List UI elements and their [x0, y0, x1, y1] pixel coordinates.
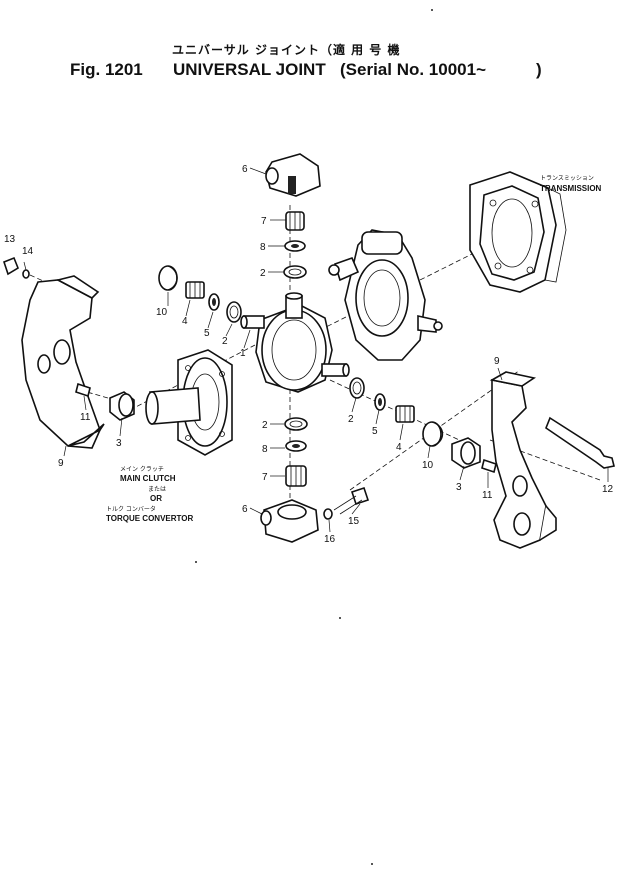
- callout-11-right: 11: [482, 490, 493, 501]
- callout-14: 14: [22, 246, 34, 257]
- or-label: OR: [150, 494, 162, 503]
- transmission-housing: [469, 171, 567, 293]
- torque-convertor-label: TORQUE CONVERTOR: [106, 514, 193, 523]
- main-clutch-label: MAIN CLUTCH: [120, 474, 176, 483]
- serial-range: (Serial No. 10001~: [340, 60, 486, 79]
- right-yoke-part-1: [328, 229, 443, 361]
- figure-number: Fig. 1201: [70, 60, 143, 79]
- scan-specks: [195, 9, 433, 865]
- callout-9-right: 9: [494, 356, 500, 367]
- left-bracket-part-9: [21, 275, 105, 449]
- callout-5-left: 5: [204, 328, 210, 339]
- component-labels: トランスミッション TRANSMISSION メイン クラッチ MAIN CLU…: [106, 175, 602, 523]
- callout-1: 1: [240, 348, 246, 359]
- left-small-parts: [3, 256, 242, 421]
- transmission-label-jp: トランスミッション: [540, 175, 594, 182]
- callout-10-right: 10: [422, 460, 434, 471]
- serial-close-paren: ): [536, 60, 542, 79]
- callout-10-left: 10: [156, 307, 168, 318]
- callout-8-bottom: 8: [262, 444, 268, 455]
- callout-6-top: 6: [242, 164, 248, 175]
- right-bracket-part-9: [489, 371, 557, 549]
- leader-lines: [23, 167, 609, 533]
- callout-numbers: 6 7 8 2 13 14 10 4 5 2 1 11 3 9 9 2 8 7 …: [4, 164, 614, 545]
- transmission-label: TRANSMISSION: [540, 184, 602, 193]
- callout-8-top: 8: [260, 242, 266, 253]
- callout-7-bottom: 7: [262, 472, 268, 483]
- callout-3-right: 3: [456, 482, 462, 493]
- right-small-parts: [323, 377, 615, 520]
- callout-13: 13: [4, 234, 16, 245]
- callout-12: 12: [602, 484, 614, 495]
- callout-2-top: 2: [260, 268, 266, 279]
- callout-4-right: 4: [396, 442, 402, 453]
- bottom-bearing-stack: [260, 417, 319, 543]
- callout-16: 16: [324, 534, 336, 545]
- main-clutch-flange: [145, 349, 233, 456]
- main-clutch-label-jp: メイン クラッチ: [120, 466, 164, 473]
- title-block: ユニバーサル ジョイント（適 用 号 機 Fig. 1201 UNIVERSAL…: [70, 42, 542, 79]
- part-name-title: UNIVERSAL JOINT: [173, 60, 326, 79]
- callout-4-left: 4: [182, 316, 188, 327]
- callout-2-right: 2: [348, 414, 354, 425]
- callout-2-left: 2: [222, 336, 228, 347]
- top-bearing-stack: [265, 153, 321, 279]
- center-spider-cross: [240, 292, 350, 393]
- callout-6-bottom: 6: [242, 504, 248, 515]
- callout-7-top: 7: [261, 216, 267, 227]
- callout-15: 15: [348, 516, 360, 527]
- callout-9-left: 9: [58, 458, 64, 469]
- callout-5-right: 5: [372, 426, 378, 437]
- callout-11-left: 11: [80, 412, 91, 423]
- callout-3-left: 3: [116, 438, 122, 449]
- torque-convertor-label-jp: トルク コンバータ: [106, 505, 156, 513]
- callout-2-bottom: 2: [262, 420, 268, 431]
- title-japanese: ユニバーサル ジョイント（適 用 号 機: [172, 42, 400, 57]
- or-label-jp: または: [148, 486, 166, 493]
